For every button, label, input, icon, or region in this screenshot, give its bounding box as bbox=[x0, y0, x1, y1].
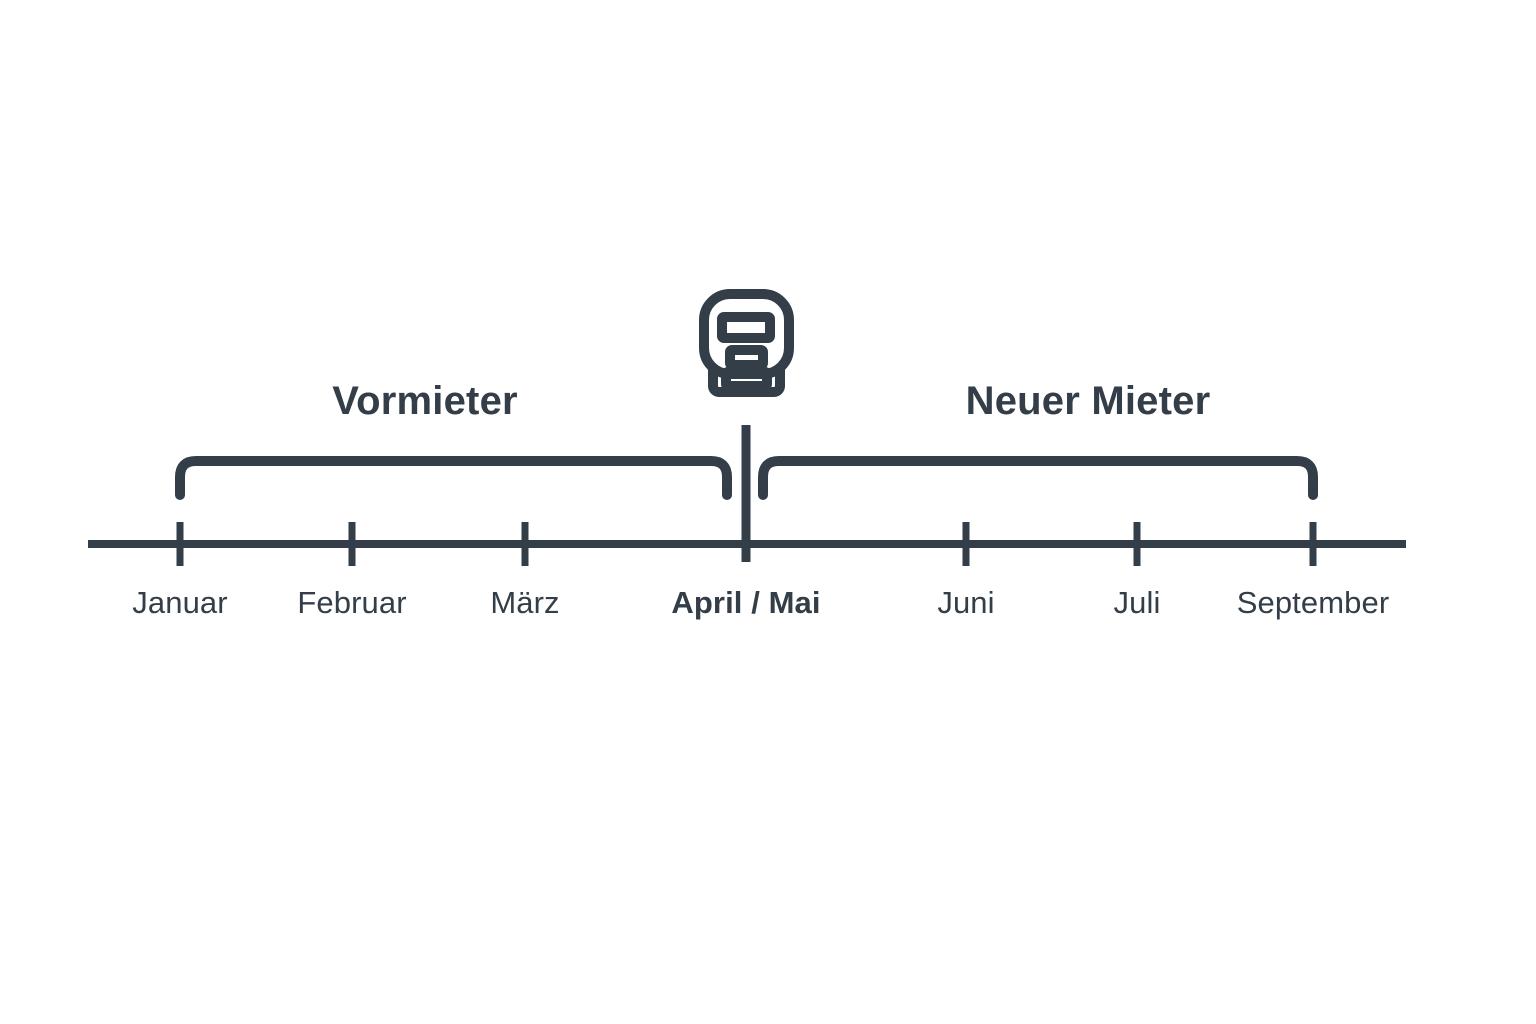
month-label-juni: Juni bbox=[937, 585, 995, 620]
month-label-januar: Januar bbox=[132, 585, 228, 620]
phase-title-vormieter: Vormieter bbox=[332, 379, 518, 423]
phase-bracket-neuer-mieter bbox=[758, 456, 1318, 500]
month-tick-group bbox=[176, 522, 1317, 566]
month-label-april-mai: April / Mai bbox=[671, 585, 821, 620]
month-label-maerz: März bbox=[490, 585, 560, 620]
phase-bracket-vormieter bbox=[175, 456, 732, 500]
month-label-september: September bbox=[1236, 585, 1390, 620]
phase-bracket-group bbox=[175, 456, 1318, 500]
month-label-februar: Februar bbox=[297, 585, 407, 620]
utility-meter-icon bbox=[699, 289, 794, 397]
phase-title-neuer-mieter: Neuer Mieter bbox=[965, 379, 1211, 423]
month-label-juli: Juli bbox=[1113, 585, 1161, 620]
